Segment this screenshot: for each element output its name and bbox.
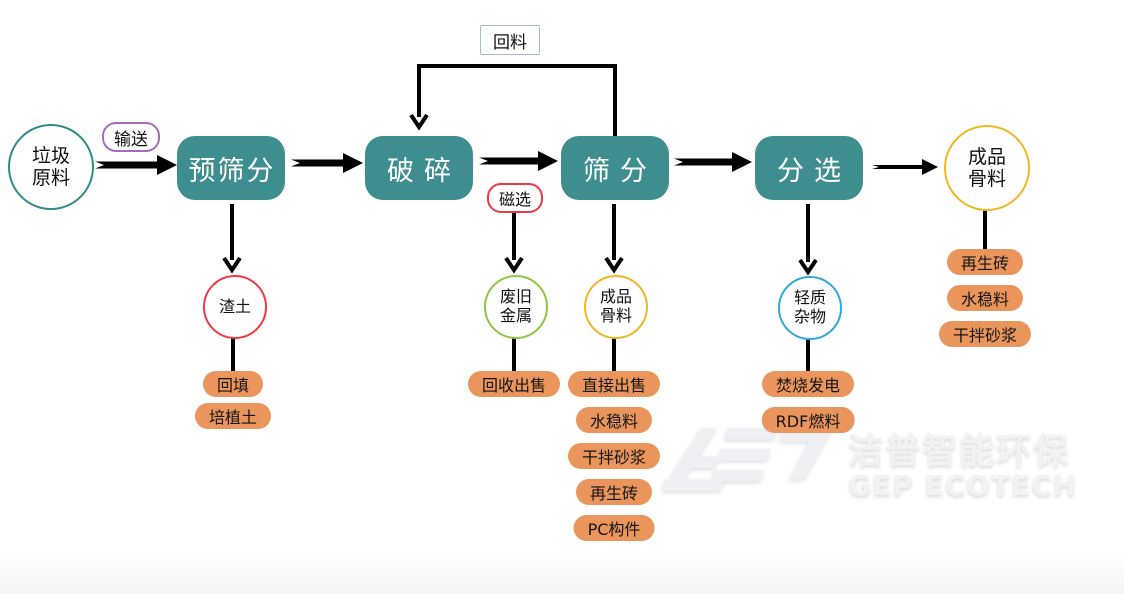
node-scrap-metal: 废旧 金属 xyxy=(484,275,548,339)
arrow-source-to-prescreen xyxy=(95,155,177,175)
pill-recycled-brick: 再生砖 xyxy=(575,479,653,505)
node-light-debris: 轻质 杂物 xyxy=(778,276,842,340)
arrowhead-prescreen-down xyxy=(222,256,242,274)
arrow-sort-to-final xyxy=(872,159,938,175)
stage-sort: 分选 xyxy=(755,136,863,200)
node-source-line1: 垃圾 xyxy=(31,144,70,167)
pill-direct-sale: 直接出售 xyxy=(567,371,661,397)
node-source-line2: 原料 xyxy=(31,167,70,189)
arrow-prescreen-to-crush xyxy=(291,153,363,173)
node-slag-line1: 渣土 xyxy=(218,296,251,316)
watermark-en-text: GEP ECOTECH xyxy=(848,468,1078,502)
bottom-gradient xyxy=(0,554,1124,594)
node-source: 垃圾 原料 xyxy=(8,124,94,210)
return-loop-arrowhead xyxy=(409,113,429,131)
node-aggregate-mid: 成品 骨料 xyxy=(584,275,648,339)
pill-dry-mortar: 干拌砂浆 xyxy=(567,443,661,469)
stage-prescreen: 预筛分 xyxy=(177,136,285,200)
pill-rdf-fuel: RDF燃料 xyxy=(761,407,855,433)
node-scrap-metal-line1: 废旧 xyxy=(499,287,532,307)
pill-cultivation-soil: 培植土 xyxy=(194,403,272,429)
return-loop-line xyxy=(417,64,617,136)
pill-dry-mortar-right: 干拌砂浆 xyxy=(938,321,1032,347)
node-aggregate-mid-line1: 成品 xyxy=(599,287,632,307)
arrow-screen-to-sort xyxy=(674,152,752,172)
pill-water-stable: 水稳料 xyxy=(575,407,653,433)
arrowhead-sort-down xyxy=(798,258,818,276)
stage-crush: 破碎 xyxy=(365,136,473,200)
node-final-line2: 骨料 xyxy=(967,168,1006,190)
stage-screen: 筛分 xyxy=(561,136,669,200)
pill-incineration-power: 焚烧发电 xyxy=(761,371,855,397)
label-return: 回料 xyxy=(480,25,540,55)
node-slag: 渣土 xyxy=(203,275,267,339)
pill-pc-component: PC构件 xyxy=(573,515,655,541)
node-aggregate-mid-line2: 骨料 xyxy=(599,306,632,325)
pill-recycled-brick-right: 再生砖 xyxy=(946,249,1024,275)
node-final-line1: 成品 xyxy=(967,145,1006,168)
pill-water-stable-right: 水稳料 xyxy=(946,285,1024,311)
arrowhead-magnetic-down xyxy=(504,256,524,274)
label-conveyor: 输送 xyxy=(102,122,160,152)
watermark: 洁普智能环保 GEP ECOTECH xyxy=(642,424,1077,510)
label-magnetic: 磁选 xyxy=(487,183,544,213)
pill-recycle-sell: 回收出售 xyxy=(467,371,561,397)
pill-backfill: 回填 xyxy=(202,371,264,397)
watermark-cn-text: 洁普智能环保 xyxy=(848,431,1071,472)
node-light-debris-line2: 杂物 xyxy=(793,307,826,326)
arrow-crush-to-screen xyxy=(479,151,558,171)
arrowhead-screen-down xyxy=(604,256,624,274)
gep-logo-icon xyxy=(661,428,832,491)
node-scrap-metal-line2: 金属 xyxy=(499,306,532,325)
node-final-aggregate: 成品 骨料 xyxy=(944,125,1030,211)
node-light-debris-line1: 轻质 xyxy=(793,288,826,308)
